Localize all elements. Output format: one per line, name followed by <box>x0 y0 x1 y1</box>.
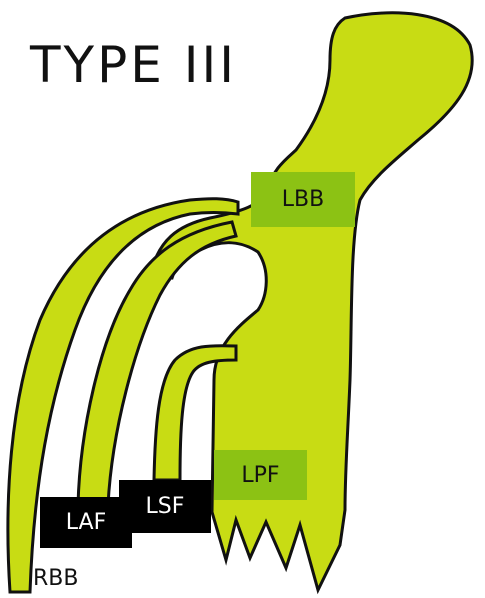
diagram-title: TYPE III <box>30 36 237 94</box>
lsf-label: LSF <box>119 480 211 533</box>
lbb-label: LBB <box>251 172 355 227</box>
rbb-label: RBB <box>33 566 78 591</box>
lpf-label: LPF <box>214 450 307 500</box>
laf-label: LAF <box>40 497 132 548</box>
